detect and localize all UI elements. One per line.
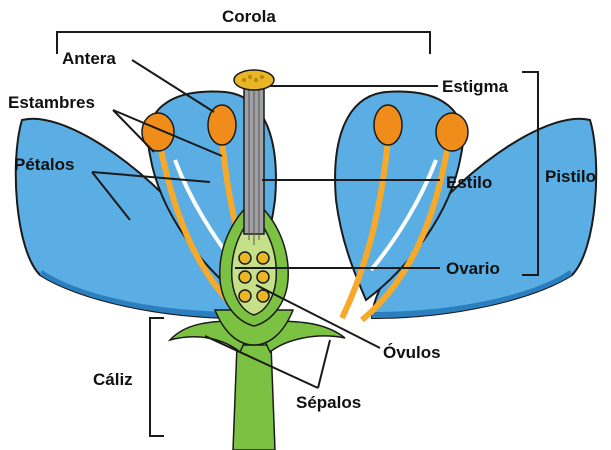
label-corola: Corola: [222, 7, 276, 26]
label-pistilo: Pistilo: [545, 167, 596, 186]
ovule: [257, 252, 269, 264]
label-ovario: Ovario: [446, 259, 500, 278]
ovule: [239, 290, 251, 302]
stigma-dot: [248, 75, 252, 79]
caliz-bracket: [150, 318, 164, 436]
label-estilo: Estilo: [446, 173, 492, 192]
label-caliz: Cáliz: [93, 370, 133, 389]
label-estambres: Estambres: [8, 93, 95, 112]
stem: [233, 345, 275, 450]
calyx-and-stem: [170, 310, 345, 450]
anther-right: [436, 113, 468, 151]
label-petalos: Pétalos: [14, 155, 74, 174]
stigma-dot: [242, 78, 246, 82]
stigma-dot: [260, 75, 264, 79]
petals: [16, 92, 596, 318]
ovule: [239, 271, 251, 283]
label-sepalos: Sépalos: [296, 393, 361, 412]
sepalos-line-2: [318, 340, 330, 388]
anther-right-2: [374, 105, 402, 145]
stigma-dot: [254, 78, 258, 82]
label-ovulos: Óvulos: [383, 343, 441, 362]
ovule: [239, 252, 251, 264]
ovule: [257, 271, 269, 283]
label-antera: Antera: [62, 49, 116, 68]
label-estigma: Estigma: [442, 77, 509, 96]
